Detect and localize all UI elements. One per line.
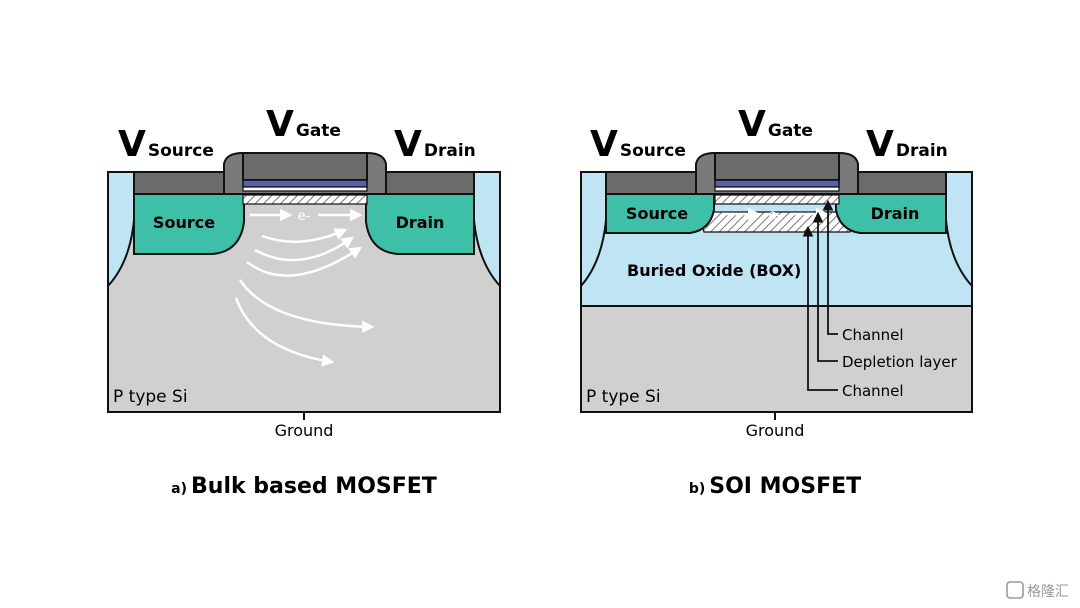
soi-ground-label: Ground <box>746 421 805 440</box>
soi-channel-hatch <box>714 194 840 205</box>
soi-callout-channel-bottom: Channel <box>842 382 904 400</box>
watermark-logo-icon <box>1006 581 1024 599</box>
bulk-gate-dielectric <box>242 186 368 192</box>
soi-gate-oxide <box>714 179 840 188</box>
soi-source-label: Source <box>626 204 688 223</box>
watermark-text: 格隆汇 <box>1027 584 1069 600</box>
soi-drain-contact <box>857 171 947 195</box>
soi-gate <box>714 152 840 181</box>
bulk-drain-label: Drain <box>396 213 445 232</box>
soi-electron-label: e- <box>769 208 782 223</box>
bulk-ground-label: Ground <box>275 421 334 440</box>
soi-drain-label: Drain <box>871 204 920 223</box>
soi-mosfet-diagram: Source Drain e- Buried Oxide (BOX) P typ… <box>580 104 973 499</box>
bulk-substrate-label: P type Si <box>113 387 188 407</box>
bulk-gate-oxide <box>242 179 368 188</box>
bulk-source-label: Source <box>153 213 215 232</box>
bulk-source-region <box>133 193 245 255</box>
bulk-source-contact <box>133 171 225 195</box>
soi-gate-dielectric <box>714 186 840 192</box>
bulk-electron-arrows <box>234 208 375 367</box>
soi-substrate-label: P type Si <box>586 387 661 407</box>
soi-callout-depletion: Depletion layer <box>842 353 958 371</box>
watermark: 格隆汇 <box>1006 581 1069 600</box>
soi-box-label: Buried Oxide (BOX) <box>627 261 801 280</box>
bulk-channel-hatch <box>242 194 368 205</box>
soi-source-contact <box>605 171 697 195</box>
bulk-caption: a)Bulk based MOSFET <box>171 474 437 499</box>
bulk-gate <box>242 152 368 181</box>
soi-source-region <box>605 193 715 234</box>
soi-caption: b)SOI MOSFET <box>689 474 861 499</box>
bulk-drain-contact <box>385 171 475 195</box>
soi-callout-channel-top: Channel <box>842 326 904 344</box>
soi-drain-region <box>835 193 947 234</box>
soi-callout-lines <box>802 199 838 391</box>
bulk-electron-label: e- <box>298 209 311 224</box>
bulk-drain-region <box>365 193 475 255</box>
